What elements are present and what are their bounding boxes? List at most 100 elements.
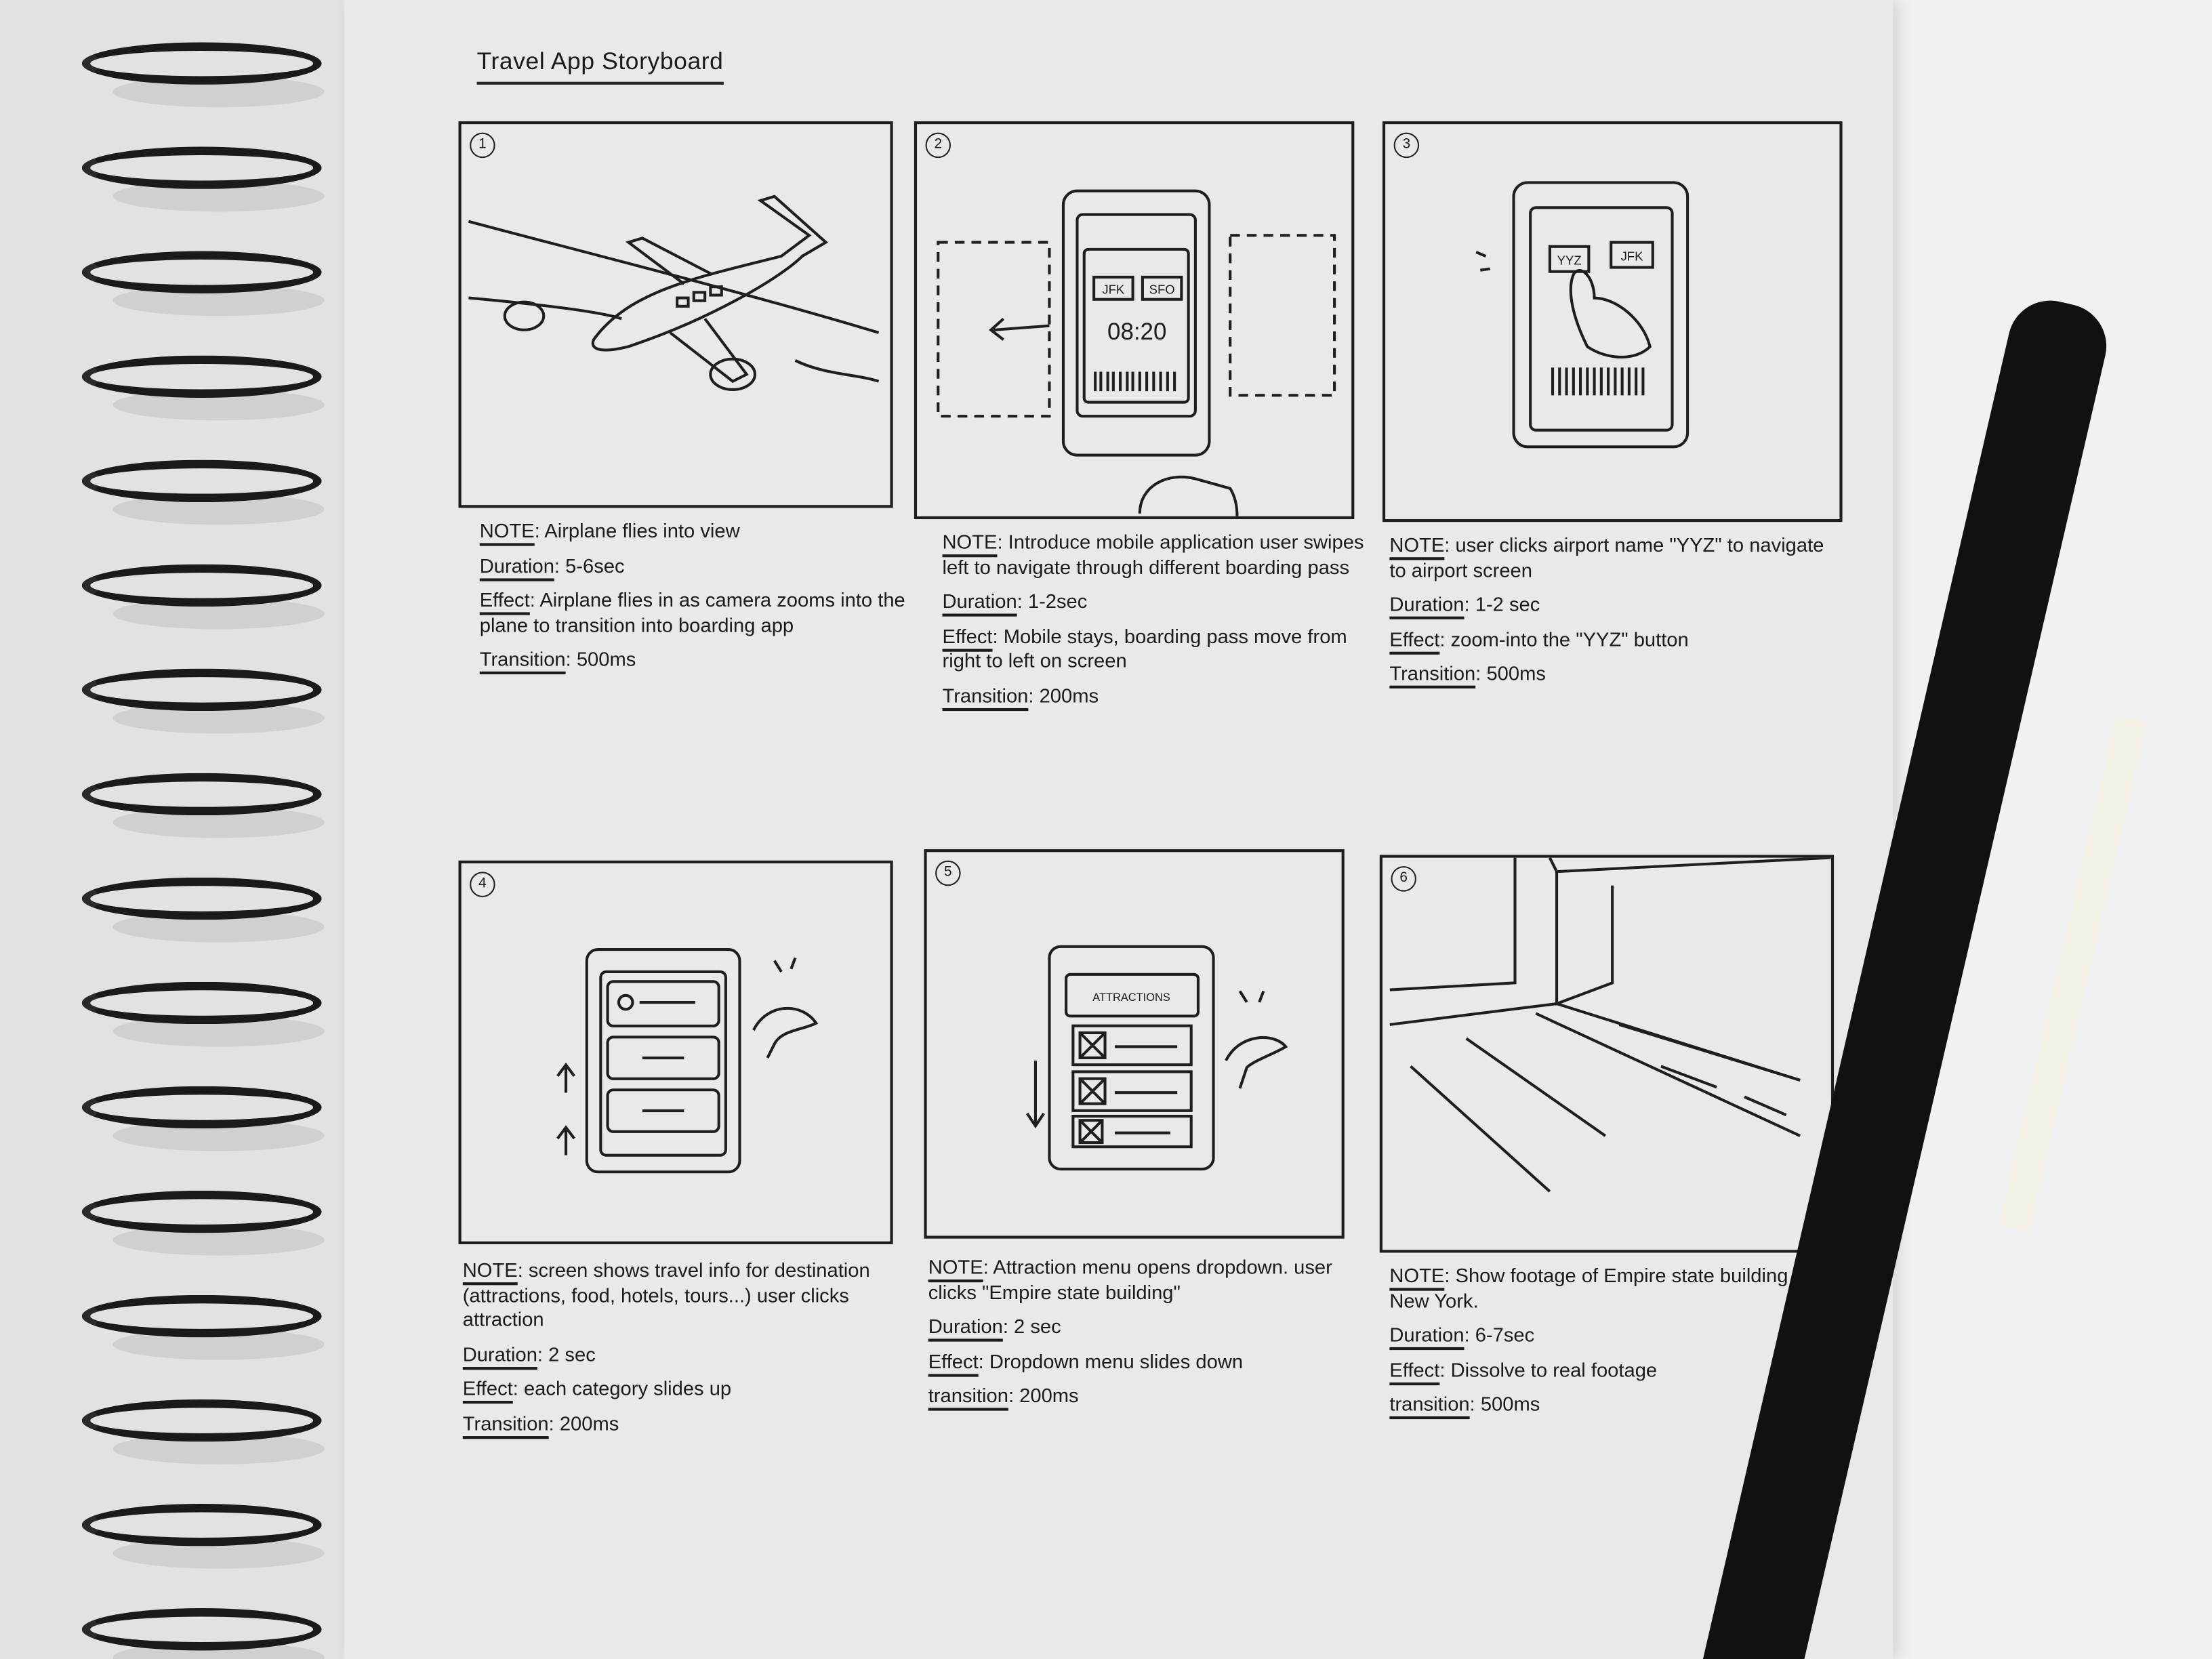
note-row-note: NOTE: user clicks airport name "YYZ" to …	[1389, 533, 1824, 581]
note-row-effect: Effect: each category slides up	[462, 1376, 732, 1399]
note-text: each category slides up	[523, 1376, 732, 1399]
note-label: NOTE	[479, 519, 535, 542]
note-label: Transition	[942, 683, 1029, 706]
note-label: transition	[1389, 1392, 1470, 1415]
storyboard-frame-2: 2 JFK SFO 08:20	[914, 121, 1355, 520]
note-row-note: NOTE: Show footage of Empire state build…	[1389, 1264, 1809, 1311]
attractions-menu-title: ATTRACTIONS	[1092, 991, 1170, 1004]
note-label: Effect	[462, 1376, 513, 1399]
yyz-button-label: YYZ	[1557, 253, 1582, 267]
airplane-sketch	[468, 194, 880, 392]
jfk-label: JFK	[1621, 249, 1644, 263]
note-text: 200ms	[1039, 683, 1099, 706]
note-label: NOTE	[462, 1258, 518, 1282]
note-row-transition: Transition: 200ms	[942, 683, 1099, 706]
frame-notes-6: NOTE: Show footage of Empire state build…	[1389, 1264, 1826, 1427]
note-text: Show footage of Empire state building in…	[1389, 1264, 1809, 1311]
storyboard-frame-6: 6	[1379, 855, 1835, 1253]
spiral-ring	[81, 42, 322, 85]
note-label: Duration	[462, 1342, 537, 1365]
note-row-note: NOTE: screen shows travel info for desti…	[462, 1258, 870, 1330]
spiral-ring	[81, 773, 322, 816]
spiral-ring	[81, 459, 322, 503]
note-label: Effect	[479, 588, 530, 611]
building-footage-sketch	[1389, 857, 1831, 1193]
note-label: NOTE	[1389, 1264, 1445, 1287]
note-label: transition	[928, 1384, 1008, 1407]
note-label: NOTE	[942, 530, 998, 553]
note-text: user clicks airport name "YYZ" to naviga…	[1389, 533, 1824, 581]
note-row-effect: Effect: Dissolve to real footage	[1389, 1357, 1658, 1380]
note-label: Duration	[942, 590, 1017, 613]
note-text: 200ms	[1019, 1384, 1079, 1407]
note-row-duration: Duration: 6-7sec	[1389, 1323, 1535, 1346]
note-text: 6-7sec	[1475, 1323, 1535, 1346]
frame-number: 1	[470, 132, 495, 159]
note-text: Introduce mobile application user swipes…	[942, 530, 1364, 578]
spiral-ring	[81, 564, 322, 607]
frame-notes-5: NOTE: Attraction menu opens dropdown. us…	[928, 1256, 1366, 1418]
spiral-ring	[81, 1190, 322, 1233]
storyboard-frame-1: 1	[458, 121, 893, 508]
note-row-duration: Duration: 2 sec	[462, 1342, 596, 1365]
note-row-effect: Effect: zoom-into the "YYZ" button	[1389, 627, 1689, 650]
note-row-duration: Duration: 5-6sec	[479, 554, 625, 577]
storyboard-frame-5: 5 ATTRACTIONS	[924, 849, 1345, 1239]
spiral-ring	[81, 251, 322, 293]
note-text: 1-2 sec	[1475, 592, 1540, 615]
note-text: 2 sec	[1014, 1315, 1061, 1338]
pen-barcode-label	[1999, 716, 2147, 1232]
note-text: 500ms	[576, 647, 636, 670]
note-row-transition: transition: 500ms	[1389, 1392, 1540, 1415]
note-label: Effect	[942, 624, 993, 647]
tap-airport-sketch: YYZ JFK	[1475, 181, 1689, 449]
note-text: 200ms	[559, 1411, 619, 1434]
note-text: 5-6sec	[565, 554, 625, 577]
note-label: Effect	[1389, 627, 1440, 650]
note-text: 500ms	[1480, 1392, 1540, 1415]
note-row-transition: Transition: 500ms	[479, 647, 636, 670]
note-text: 1-2sec	[1027, 590, 1088, 613]
note-row-duration: Duration: 1-2sec	[942, 590, 1088, 613]
note-row-note: NOTE: Attraction menu opens dropdown. us…	[928, 1255, 1332, 1303]
note-text: 500ms	[1486, 661, 1546, 684]
phone-boarding-pass-sketch: JFK SFO 08:20	[937, 189, 1336, 516]
note-label: Transition	[462, 1411, 549, 1434]
frame-number: 2	[925, 132, 951, 159]
frame-number: 6	[1391, 866, 1416, 892]
note-row-duration: Duration: 1-2 sec	[1389, 592, 1540, 615]
frame-notes-4: NOTE: screen shows travel info for desti…	[463, 1258, 900, 1446]
destination-code: SFO	[1149, 283, 1175, 297]
note-row-note: NOTE: Introduce mobile application user …	[942, 530, 1364, 578]
origin-code: JFK	[1102, 283, 1124, 297]
frame-notes-2: NOTE: Introduce mobile application user …	[943, 531, 1380, 718]
note-label: NOTE	[928, 1255, 983, 1278]
note-label: Duration	[1389, 1323, 1465, 1346]
category-list-sketch	[556, 948, 819, 1174]
note-label: Duration	[928, 1315, 1003, 1338]
spiral-ring	[81, 355, 322, 398]
frame-number: 5	[935, 860, 961, 886]
boarding-time: 08:20	[1107, 319, 1166, 345]
note-label: Transition	[479, 647, 566, 670]
spiral-ring	[81, 1608, 322, 1651]
note-text: Attraction menu opens dropdown. user cli…	[928, 1255, 1332, 1303]
frame-notes-3: NOTE: user clicks airport name "YYZ" to …	[1389, 533, 1826, 696]
note-row-effect: Effect: Airplane flies in as camera zoom…	[479, 588, 905, 636]
storyboard-frame-4: 4	[458, 860, 893, 1244]
spiral-ring	[81, 668, 322, 712]
note-row-effect: Effect: Dropdown menu slides down	[928, 1349, 1244, 1372]
note-row-transition: Transition: 200ms	[462, 1411, 619, 1434]
note-label: Effect	[928, 1349, 979, 1372]
note-label: Effect	[1389, 1357, 1440, 1380]
spiral-ring	[81, 877, 322, 920]
frame-number: 4	[470, 872, 495, 897]
spiral-ring	[81, 1503, 322, 1547]
note-text: Mobile stays, boarding pass move from ri…	[942, 624, 1347, 672]
frame-number: 3	[1393, 132, 1420, 159]
note-text: Airplane flies into view	[544, 519, 740, 542]
note-row-transition: Transition: 500ms	[1389, 661, 1546, 684]
spiral-ring	[81, 1294, 322, 1338]
